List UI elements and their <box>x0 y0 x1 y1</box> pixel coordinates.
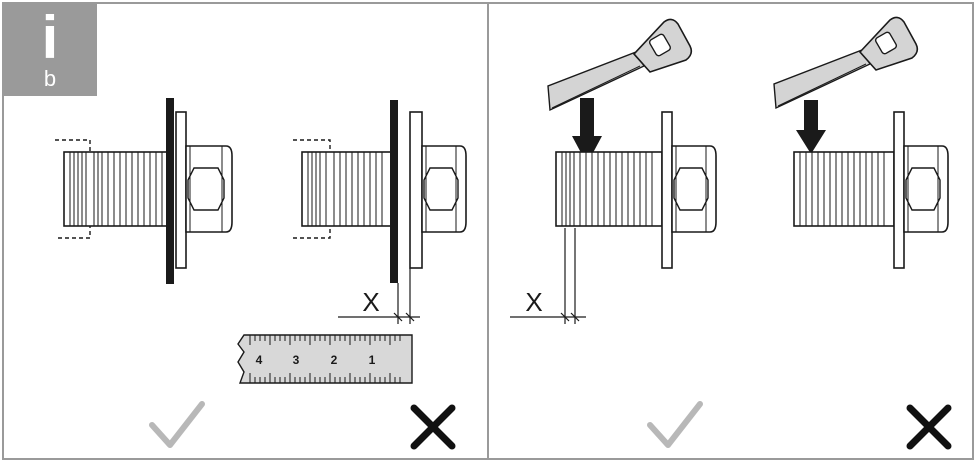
bolt-right-a <box>555 111 717 269</box>
measuring-tape: 4 3 2 1 <box>237 334 413 384</box>
saw-icon <box>773 16 919 110</box>
ruler-number: 1 <box>369 353 376 367</box>
dimension-x-right <box>510 228 586 324</box>
info-badge: i b <box>3 3 97 96</box>
arrow-down-icon <box>572 98 602 164</box>
ruler-number: 4 <box>256 353 263 367</box>
dimension-x-left <box>338 268 420 324</box>
info-badge-i: i <box>42 4 59 71</box>
bolt-right-b <box>793 111 949 269</box>
info-badge-b: b <box>44 66 56 91</box>
ruler-number: 2 <box>331 353 338 367</box>
bolt-left-b <box>293 100 467 283</box>
saw-icon <box>547 18 693 112</box>
ruler-number: 3 <box>293 353 300 367</box>
bolt-left-a <box>55 98 233 284</box>
arrow-down-icon <box>796 100 826 154</box>
check-icon <box>149 401 205 448</box>
cross-icon <box>410 404 456 450</box>
check-icon <box>647 401 703 448</box>
dimension-x-label-left: X <box>362 287 379 317</box>
cross-icon <box>906 404 952 450</box>
dimension-x-label-right: X <box>525 287 542 317</box>
